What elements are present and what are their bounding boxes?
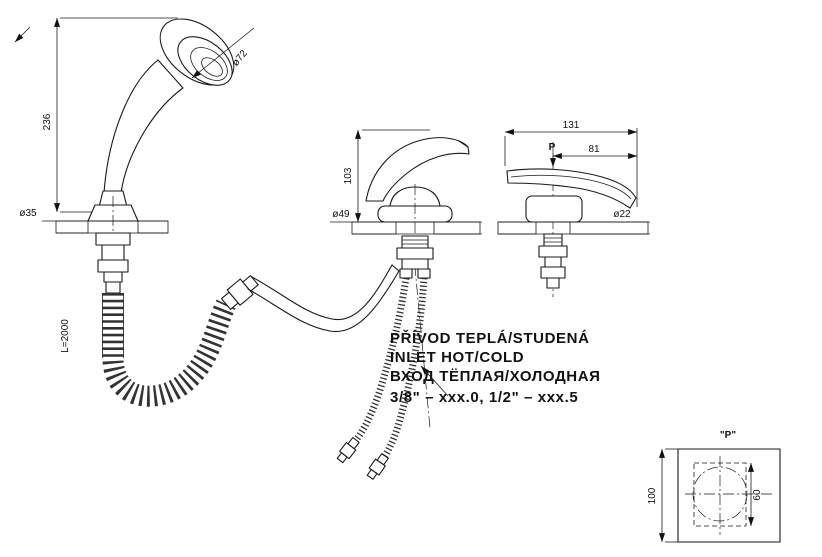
dim-shower-base-diameter-label: ø35 xyxy=(19,208,37,219)
supply-hose-left-fitting xyxy=(336,436,360,464)
mixer-underdeck xyxy=(396,184,434,429)
spout-base xyxy=(525,195,583,223)
dim-mixer-height-label: 103 xyxy=(343,167,354,184)
spout xyxy=(506,142,637,297)
note-line-3: ВХОД ТЁПЛАЯ/ХОЛОДНАЯ xyxy=(390,368,601,385)
dim-spout-projection-label: 81 xyxy=(588,144,600,155)
section-marker-label: P xyxy=(549,142,556,153)
deck-hatch xyxy=(55,220,89,234)
deck-hatch xyxy=(433,221,481,235)
dim-spout-length-label: 131 xyxy=(563,120,580,131)
detail-p-circle xyxy=(692,466,748,522)
spout-plate xyxy=(506,168,637,209)
detail-p: "P" 100 60 xyxy=(647,430,781,543)
dim-shower-height-label: 236 xyxy=(42,113,53,130)
note-line-4: 3/8" – xxx.0, 1/2" – xxx.5 xyxy=(390,389,578,406)
dim-detail-height-label: 100 xyxy=(647,487,658,504)
hand-shower: ø72 xyxy=(87,18,255,222)
supply-hose-right-fitting xyxy=(366,453,389,480)
shower-hose-smooth xyxy=(247,264,400,333)
note-leader-arrow xyxy=(420,365,449,397)
deck-spout: ø22 xyxy=(497,209,650,235)
mixer-centerline-long xyxy=(412,245,431,429)
supply-hose-right xyxy=(381,277,428,458)
hose-connector xyxy=(220,275,259,310)
dimension-mixer-height: 103 xyxy=(343,129,430,223)
dim-hose-length-label: L=2000 xyxy=(60,319,71,353)
deck-hatch xyxy=(497,221,537,235)
detail-p-title: "P" xyxy=(720,430,736,441)
dim-mixer-base-diameter-label: ø49 xyxy=(332,209,350,220)
supply-hoses xyxy=(336,277,428,480)
shower-hose-corrugated: L=2000 xyxy=(60,293,236,407)
hand-shower-handle xyxy=(103,59,184,194)
mixer-lever xyxy=(365,137,470,202)
deck-hatch xyxy=(569,221,649,235)
note-line-2: INLET HOT/COLD xyxy=(390,349,524,366)
deck-mixer: ø49 xyxy=(330,209,482,235)
mixer xyxy=(365,137,470,223)
dimension-shower-height: 236 xyxy=(42,17,178,213)
notes-block: PŘÍVOD TEPLÁ/STUDENÁ INLET HOT/COLD ВХОД… xyxy=(390,329,601,406)
hand-shower-head xyxy=(159,18,235,86)
dimension-spout: 131 P 81 xyxy=(504,120,638,207)
dim-spout-outlet-diameter-label: ø22 xyxy=(613,209,631,220)
deck-hatch xyxy=(137,220,169,234)
dim-detail-inner-label: 60 xyxy=(752,489,763,501)
note-line-1: PŘÍVOD TEPLÁ/STUDENÁ xyxy=(390,329,590,347)
detail-p-inner-square xyxy=(693,462,747,527)
shower-underdeck xyxy=(95,196,131,294)
deck-hatch xyxy=(351,221,397,235)
view-direction-arrow xyxy=(14,26,31,43)
spout-underdeck xyxy=(538,233,568,289)
detail-p-outer-square xyxy=(677,448,781,543)
